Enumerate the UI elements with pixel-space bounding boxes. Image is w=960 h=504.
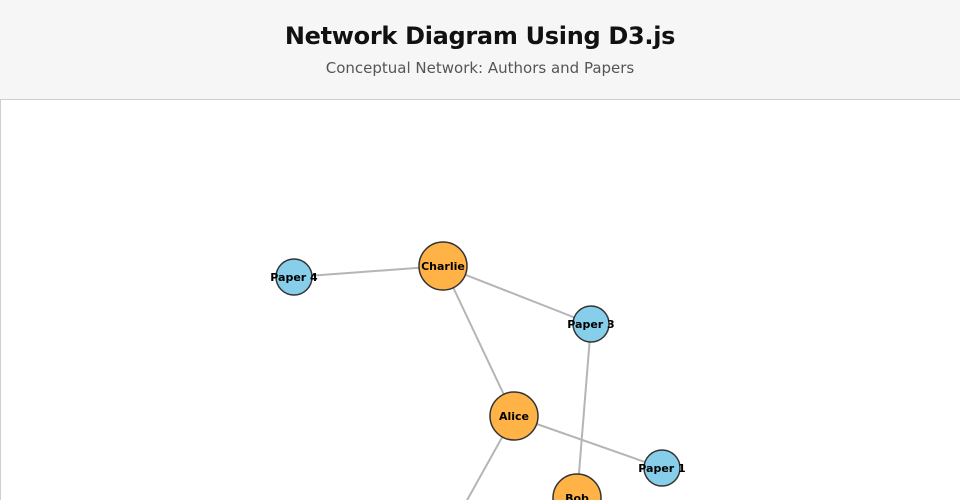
node-label: Charlie — [421, 260, 465, 273]
node-charlie[interactable]: Charlie — [418, 241, 468, 291]
page-title: Network Diagram Using D3.js — [284, 22, 676, 50]
paper-node-circle[interactable] — [275, 258, 313, 296]
author-node-circle[interactable] — [418, 241, 468, 291]
page-header: Network Diagram Using D3.js Conceptual N… — [0, 0, 960, 100]
paper-node-circle[interactable] — [572, 305, 610, 343]
author-node-circle[interactable] — [552, 473, 602, 504]
link-paper-4-charlie — [293, 265, 444, 278]
node-label: Paper 1 — [638, 462, 685, 475]
node-label: Paper 3 — [567, 318, 614, 331]
node-paper-3[interactable]: Paper 3 — [567, 305, 615, 343]
node-label: Paper 4 — [270, 271, 318, 284]
link-charlie-alice — [442, 265, 515, 417]
node-alice[interactable]: Alice — [489, 391, 539, 441]
node-label: Alice — [499, 410, 529, 423]
node-paper-1[interactable]: Paper 1 — [638, 449, 686, 487]
node-bob[interactable]: Bob — [552, 473, 602, 504]
node-label: Bob — [565, 492, 589, 500]
link-charlie-paper-3 — [442, 265, 592, 325]
link-paper-3-bob — [576, 323, 592, 499]
paper-node-circle[interactable] — [643, 449, 681, 487]
page-subtitle: Conceptual Network: Authors and Papers — [325, 59, 635, 77]
author-node-circle[interactable] — [489, 391, 539, 441]
node-paper-4[interactable]: Paper 4 — [270, 258, 318, 296]
links-layer — [293, 265, 663, 504]
link-alice-paper-1 — [513, 415, 663, 469]
